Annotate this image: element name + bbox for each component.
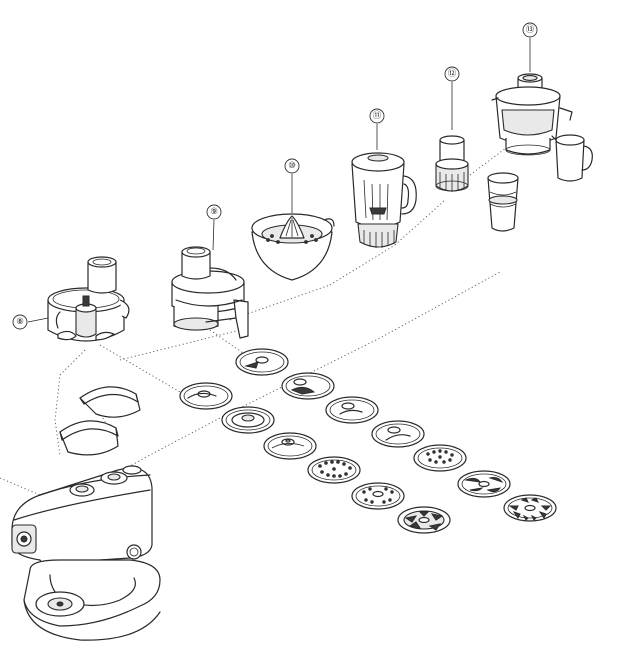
callout-label: ⑪ [373,111,382,121]
disc-13 [503,494,557,522]
centrifugal-juicer [491,73,573,156]
callout-label: ⑩ [288,161,296,171]
disc-1 [235,348,289,376]
callout-13: ⑬ [522,22,538,38]
juice-jug [551,134,593,182]
callout-label: ⑬ [526,25,535,35]
callout-label: ⑧ [16,317,24,327]
disc-6 [457,470,511,498]
multi-mill [435,135,469,192]
stand-mixer-base [11,465,161,641]
callout-12: ⑫ [444,66,460,82]
disc-2 [281,372,335,400]
callout-8: ⑧ [12,314,28,330]
disc-12 [397,506,451,534]
callout-label: ⑨ [210,207,218,217]
callout-label: ⑫ [448,69,457,79]
slicing-grating-discs [179,348,557,534]
assembly-guide-lines [0,129,526,496]
disc-8 [221,406,275,434]
callout-leaders [27,38,531,323]
blender-jug [351,152,417,248]
disc-5 [413,444,467,472]
citrus-juicer [251,213,335,281]
disc-11 [351,482,405,510]
disc-3 [325,396,379,424]
callout-9: ⑨ [206,204,222,220]
slicer-dicer-attachment [171,246,249,339]
disc-7 [179,382,233,410]
disc-4 [371,420,425,448]
mill-jar [487,172,519,232]
callout-10: ⑩ [284,158,300,174]
disc-10 [307,456,361,484]
high-speed-outlet-cover [79,386,141,418]
disc-9 [263,432,317,460]
slow-speed-outlet-cover [59,420,119,456]
food-processor-bowl [47,256,130,342]
callout-11: ⑪ [369,108,385,124]
